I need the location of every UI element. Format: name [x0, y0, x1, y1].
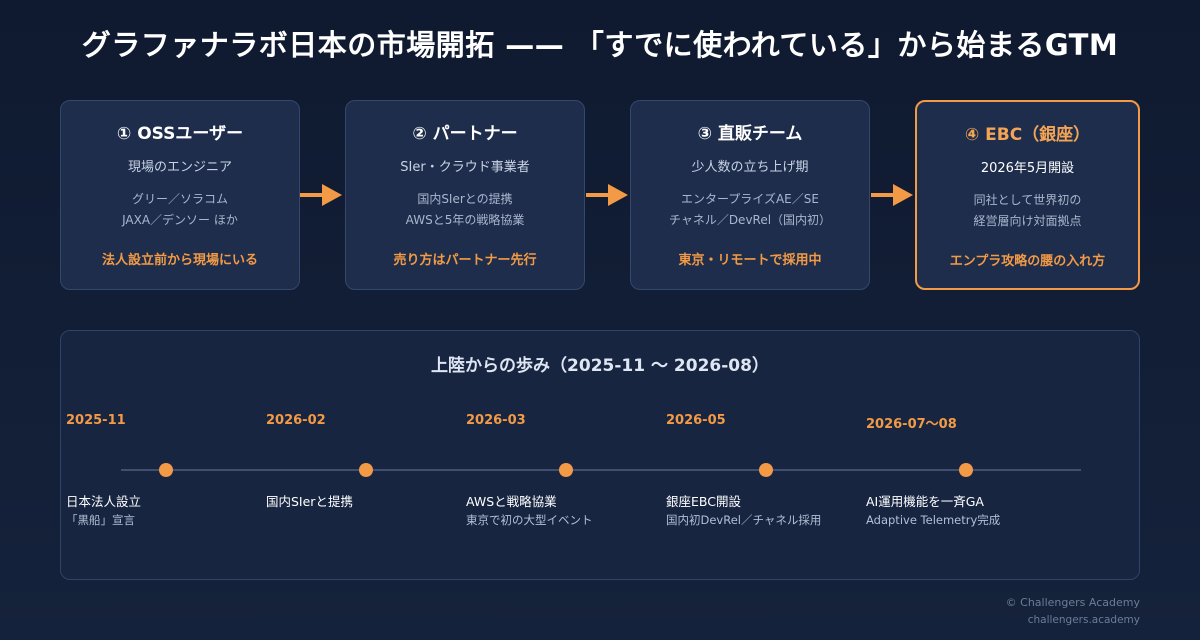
arrow-right-icon [871, 184, 913, 206]
step-detail: 経営層向け対面拠点 [973, 214, 1082, 228]
timeline-event-label: 日本法人設立 [66, 494, 142, 509]
step-detail: JAXA／デンソー ほか [122, 213, 238, 227]
step-card-direct-sales: ③ 直販チーム 少人数の立ち上げ期 エンタープライズAE／SE チャネル／Dev… [630, 100, 870, 290]
timeline-dot [559, 463, 573, 477]
step-card-ebc-ginza: ④ EBC（銀座） 2026年5月開設 同社として世界初の 経営層向け対面拠点 … [915, 100, 1140, 290]
timeline-title: 上陸からの歩み（2025-11 〜 2026-08） [431, 356, 769, 376]
step-detail: 同社として世界初の [973, 193, 1082, 207]
timeline-date: 2026-07〜08 [866, 417, 957, 432]
step-detail: エンタープライズAE／SE [681, 192, 819, 206]
step-card-partner: ② パートナー SIer・クラウド事業者 国内SIerとの提携 AWSと5年の戦… [345, 100, 585, 290]
timeline-axis [121, 469, 1081, 471]
footer-copyright: © Challengers Academy [1005, 596, 1140, 609]
step-title: ① OSSユーザー [116, 124, 244, 144]
timeline-panel: 上陸からの歩み（2025-11 〜 2026-08） 2025-11 日本法人設… [60, 330, 1140, 580]
footer-site: challengers.academy [1027, 614, 1140, 626]
timeline-dot [159, 463, 173, 477]
step-subtitle: 現場のエンジニア [127, 160, 232, 175]
timeline-dot [359, 463, 373, 477]
step-subtitle: 少人数の立ち上げ期 [691, 160, 809, 175]
step-detail: 国内SIerとの提携 [417, 192, 513, 206]
step-title: ④ EBC（銀座） [964, 125, 1091, 145]
timeline-event-label: AI運用機能を一斉GA [866, 494, 984, 509]
timeline-event-detail: Adaptive Telemetry完成 [866, 513, 1001, 527]
arrow-right-icon [586, 184, 628, 206]
timeline-event-detail: 「黒船」宣言 [66, 513, 135, 527]
timeline-date: 2026-05 [666, 413, 726, 428]
timeline-dot [759, 463, 773, 477]
step-note: 東京・リモートで採用中 [678, 253, 822, 268]
timeline-event-label: 国内SIerと提携 [266, 494, 353, 509]
step-note: 法人設立前から現場にいる [101, 253, 258, 268]
step-title: ③ 直販チーム [697, 124, 803, 144]
timeline-date: 2026-03 [466, 413, 526, 428]
step-card-oss-users: ① OSSユーザー 現場のエンジニア グリー／ソラコム JAXA／デンソー ほか… [60, 100, 300, 290]
step-subtitle: 2026年5月開設 [980, 161, 1075, 176]
step-title: ② パートナー [412, 124, 518, 144]
timeline-dot [959, 463, 973, 477]
step-note: 売り方はパートナー先行 [393, 253, 537, 268]
footer: © Challengers Academy challengers.academ… [1006, 596, 1140, 626]
step-detail: AWSと5年の戦略協業 [405, 213, 525, 227]
step-detail: グリー／ソラコム [131, 192, 228, 206]
timeline-date: 2026-02 [266, 413, 326, 428]
step-subtitle: SIer・クラウド事業者 [400, 160, 530, 175]
timeline-event-detail: 国内初DevRel／チャネル採用 [666, 513, 822, 527]
timeline-event-label: 銀座EBC開設 [666, 494, 741, 509]
page-title: グラファナラボ日本の市場開拓 —— 「すでに使われている」から始まるGTM [81, 28, 1119, 62]
step-note: エンプラ攻略の腰の入れ方 [949, 254, 1106, 269]
timeline-event-label: AWSと戦略協業 [466, 494, 557, 509]
step-detail: チャネル／DevRel（国内初） [668, 213, 832, 227]
timeline-date: 2025-11 [66, 413, 126, 428]
arrow-right-icon [300, 184, 342, 206]
timeline-event-detail: 東京で初の大型イベント [466, 513, 593, 527]
